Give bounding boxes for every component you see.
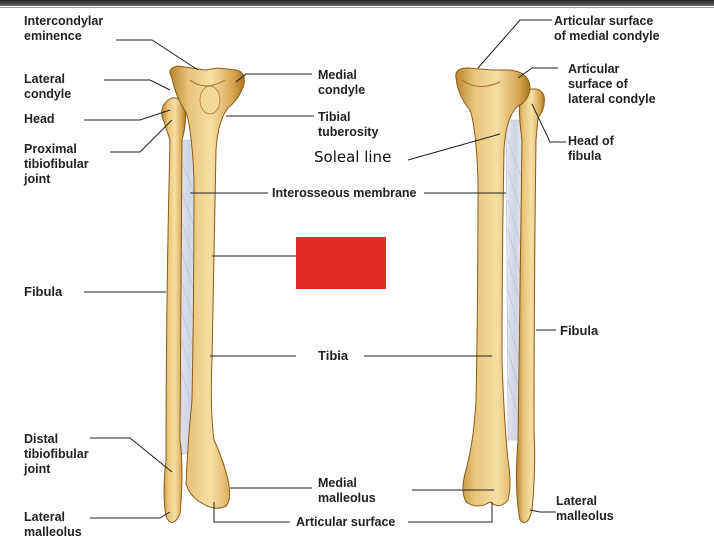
label-fibula-right: Fibula: [560, 323, 598, 338]
label-medial-condyle: Medial condyle: [318, 68, 365, 98]
label-proximal-tibiofibular-joint: Proximal tibiofibular joint: [24, 142, 89, 187]
label-medial-malleolus: Medial malleolus: [318, 476, 376, 506]
label-cover-box: [296, 237, 386, 289]
label-interosseous-membrane: Interosseous membrane: [272, 186, 417, 201]
label-lateral-malleolus-right: Lateral malleolus: [556, 494, 614, 524]
label-head-of-fibula: Head of fibula: [568, 134, 614, 164]
label-tibia: Tibia: [318, 348, 348, 363]
label-fibula-left: Fibula: [24, 284, 62, 299]
label-articular-surface-medial-condyle: Articular surface of medial condyle: [554, 14, 660, 44]
label-tibial-tuberosity: Tibial tuberosity: [318, 110, 378, 140]
label-soleal-line: Soleal line: [314, 150, 391, 165]
label-lateral-condyle: Lateral condyle: [24, 72, 71, 102]
label-lateral-malleolus-left: Lateral malleolus: [24, 510, 82, 538]
label-articular-surface-lateral-condyle: Articular surface of lateral condyle: [568, 62, 656, 107]
posterior-view: [456, 68, 545, 522]
anterior-view: [162, 66, 245, 523]
label-head: Head: [24, 112, 55, 127]
label-intercondylar-eminence: Intercondylar eminence: [24, 14, 103, 44]
label-articular-surface: Articular surface: [296, 515, 395, 530]
label-distal-tibiofibular-joint: Distal tibiofibular joint: [24, 432, 89, 477]
